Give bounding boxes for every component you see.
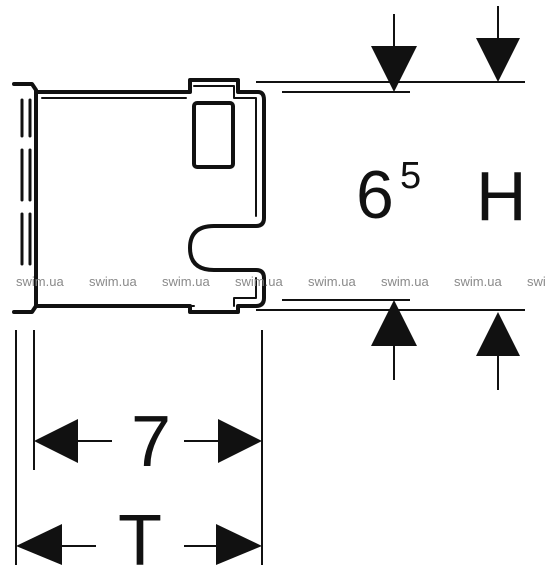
left-tabs [20, 98, 32, 266]
watermark-text: swim.ua [89, 274, 137, 289]
width-dimension [15, 330, 263, 565]
arrow-head-width-outer-right [216, 524, 262, 565]
arrow-head-inner-top [371, 46, 417, 92]
profile-outline [12, 78, 266, 314]
watermark-text: swim.ua [162, 274, 210, 289]
outer-shell [34, 78, 266, 314]
arrow-head-width-inner-left [34, 419, 78, 463]
watermark-text: swim.ua [16, 274, 64, 289]
watermark-text: swim.ua [308, 274, 356, 289]
arrow-head-width-outer-left [16, 524, 62, 565]
left-flange [12, 82, 38, 314]
arrow-head-outer-bottom [476, 312, 520, 356]
height-dimension [256, 6, 525, 390]
height-value-label: 6 [356, 157, 394, 233]
arrow-head-inner-bottom [371, 300, 417, 346]
watermark-text: swim.ua [235, 274, 283, 289]
watermark-text: swim.ua [527, 274, 545, 289]
height-symbol-label: H [476, 157, 527, 235]
width-value-label: 7 [131, 402, 171, 482]
arrow-head-width-inner-right [218, 419, 262, 463]
watermark-row: swim.ua swim.ua swim.ua swim.ua swim.ua … [16, 274, 545, 289]
inner-offset [41, 85, 257, 307]
slot-window [192, 101, 235, 169]
watermark-text: swim.ua [454, 274, 502, 289]
arrow-head-outer-top [476, 38, 520, 82]
width-symbol-label: T [118, 501, 162, 565]
height-superscript-label: 5 [400, 155, 421, 197]
watermark-text: swim.ua [381, 274, 429, 289]
